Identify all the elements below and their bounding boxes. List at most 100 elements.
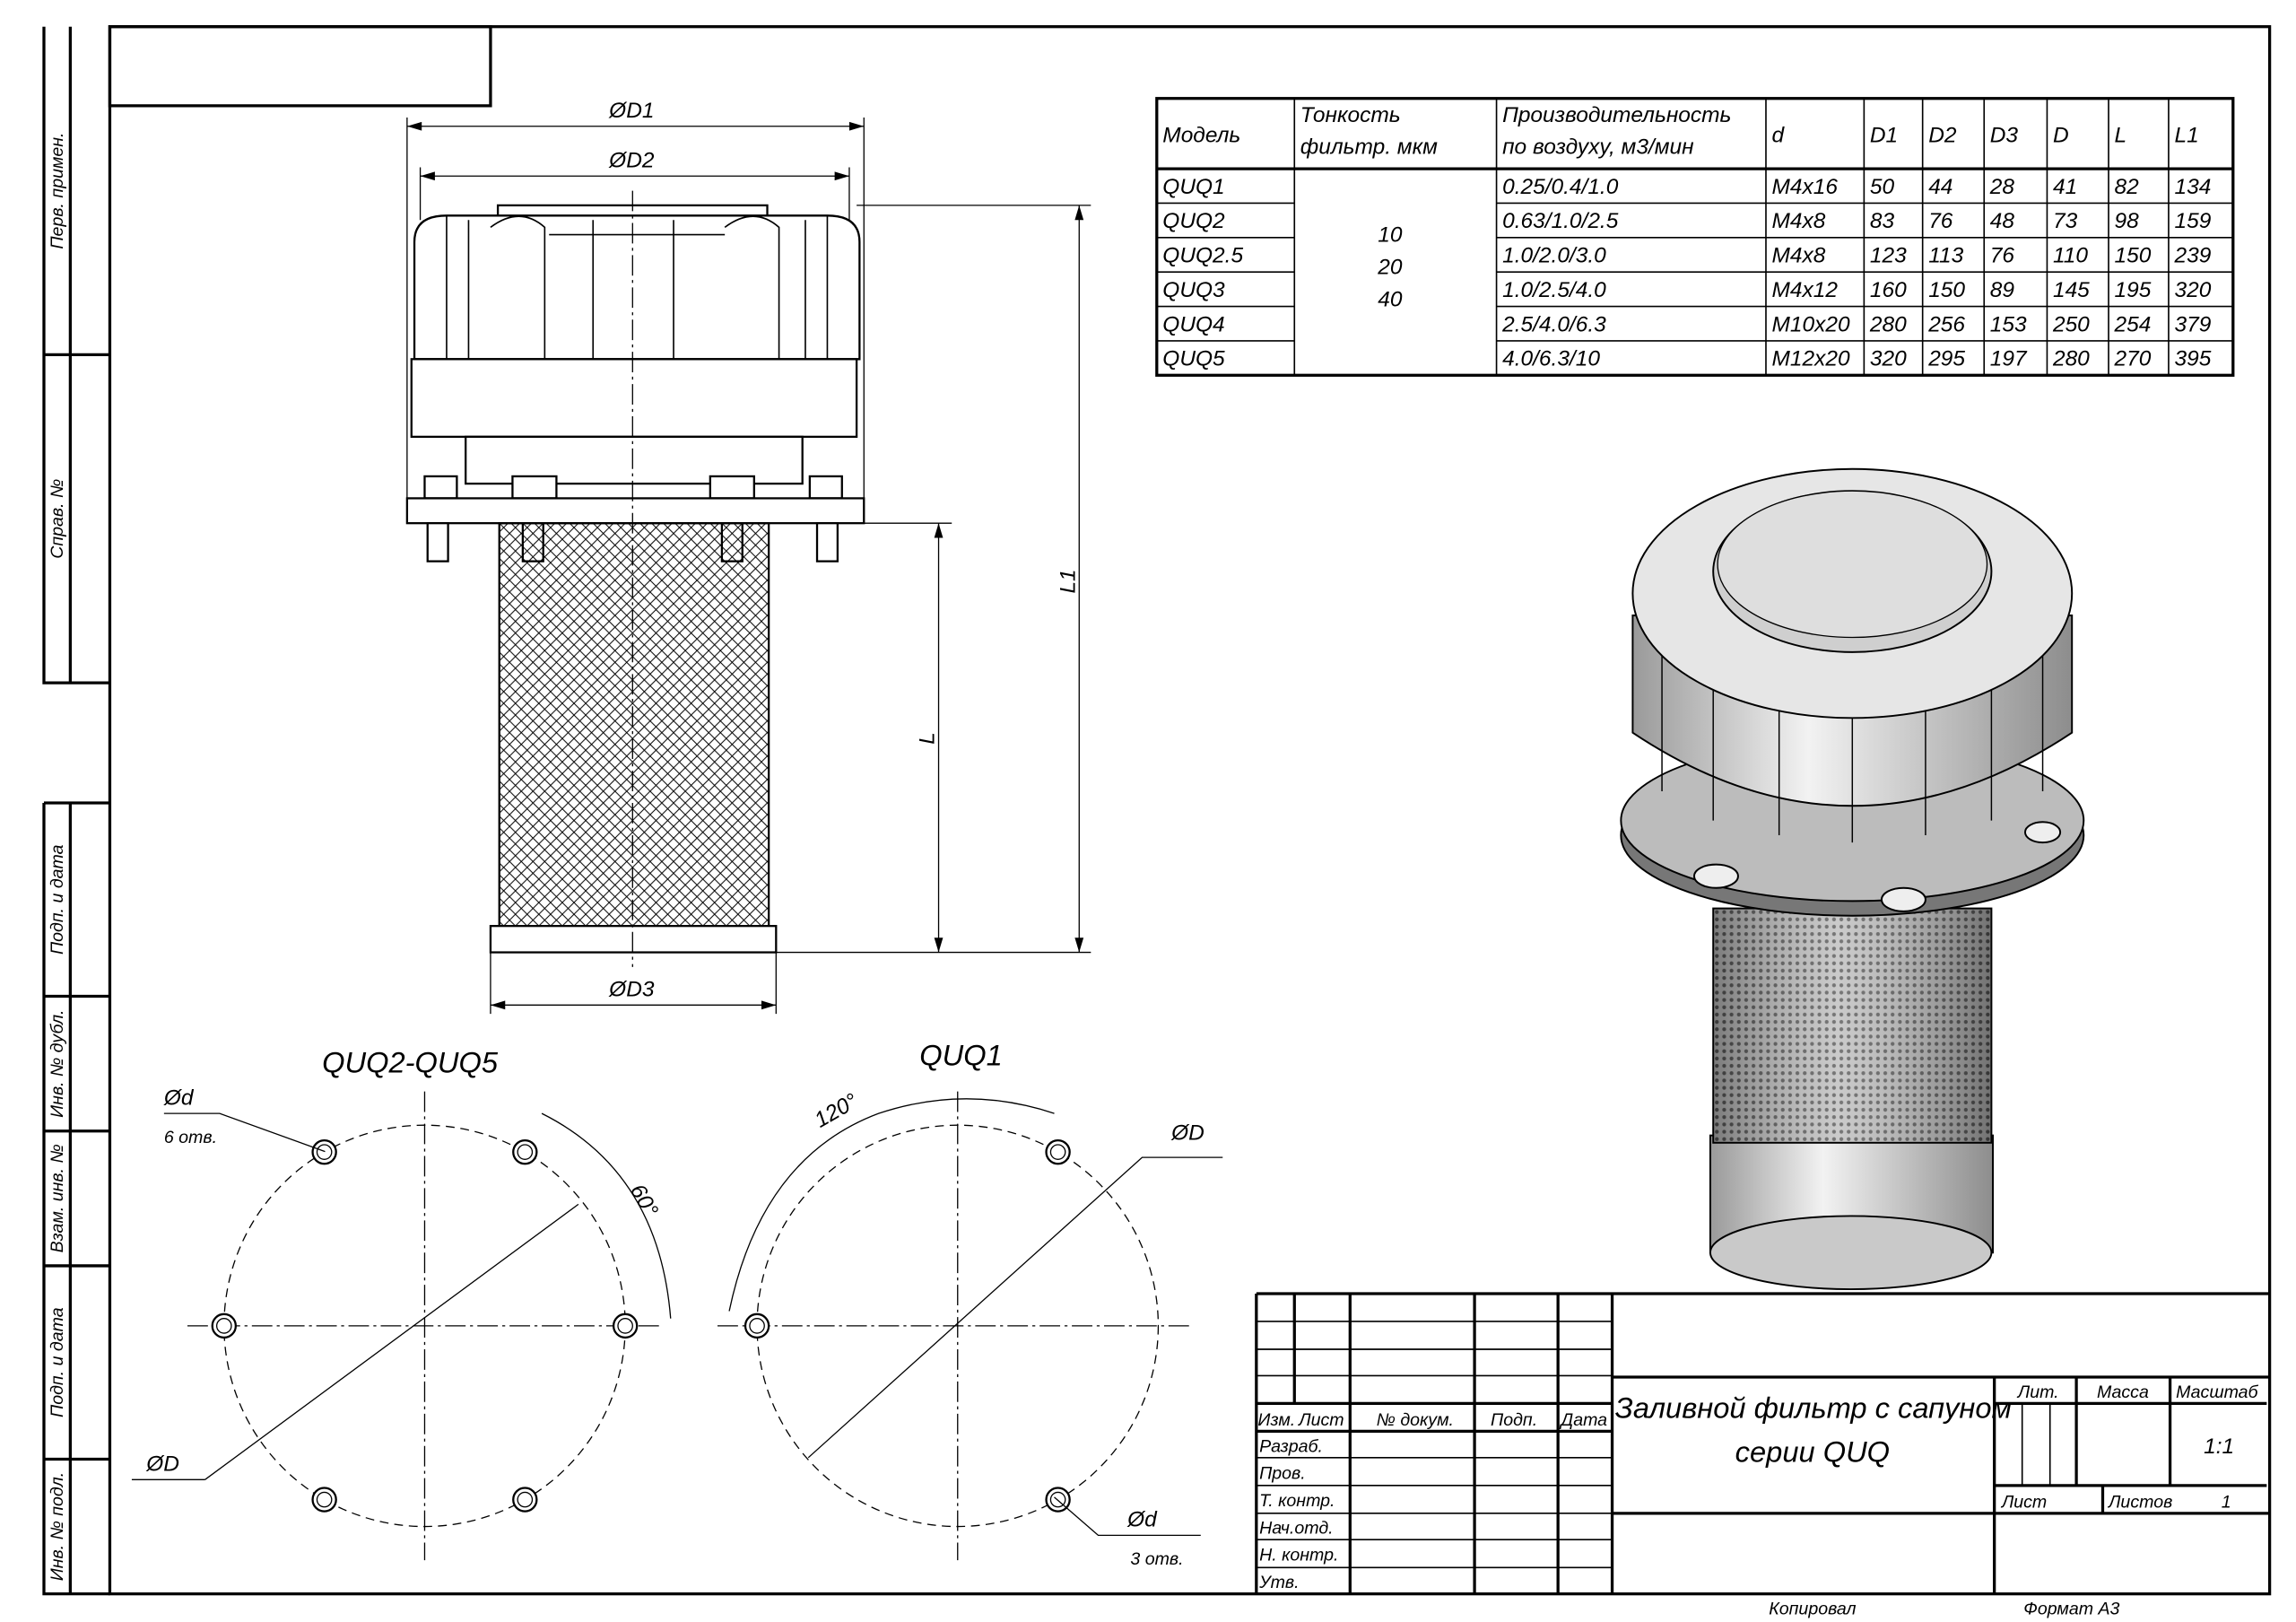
table-cell: 270 [2114,347,2152,371]
title-block-col-header: Дата [1559,1410,1607,1430]
scale-value: 1:1 [2204,1435,2234,1459]
table-cell: 145 [2053,278,2090,302]
table-cell: 197 [1990,347,2028,371]
copied-label: Копировал [1769,1600,1856,1619]
title-block-col-header: № докум. [1377,1410,1454,1430]
table-cell: 28 [1989,175,2015,199]
lit-label: Лит. [2016,1382,2059,1402]
table-cell: 280 [1869,312,1907,336]
table-cell: 0.63/1.0/2.5 [1502,209,1619,233]
table-header: Тонкость [1300,103,1401,127]
format-label: Формат А3 [2023,1600,2119,1619]
title-block-role: Т. контр. [1259,1491,1335,1511]
table-cell: 76 [1928,209,1953,233]
table-header: D3 [1990,124,2019,148]
hole-pattern-six: QUQ2-QUQ5 Ød 6 отв. 60° ØD [131,1045,672,1561]
table-cell: 1.0/2.5/4.0 [1502,278,1606,302]
drawing-title-line1: Заливной фильтр с сапуном [1615,1391,2012,1425]
table-cell: QUQ2.5 [1162,244,1243,268]
side-strip-label: Инв. № подл. [48,1472,67,1581]
table-cell: QUQ1 [1162,175,1224,199]
table-cell: 48 [1990,209,2015,233]
table-cell: 2.5/4.0/6.3 [1501,312,1606,336]
side-strip-label: Перв. примен. [48,133,67,249]
table-cell: 1.0/2.0/3.0 [1502,244,1606,268]
table-cell: 123 [1870,244,1907,268]
table-cell: M4x12 [1772,278,1839,302]
bolt-hole [512,1138,538,1165]
table-cell: 195 [2115,278,2152,302]
table-cell: 320 [2174,278,2211,302]
title-block-role: Нач.отд. [1259,1518,1334,1538]
bolt-hole [311,1487,337,1513]
title-block-role: Разраб. [1259,1436,1323,1456]
table-cell: 0.25/0.4/1.0 [1502,175,1619,199]
dim-d3: ØD3 [608,978,655,1002]
table-cell: 153 [1990,312,2027,336]
table-cell: 4.0/6.3/10 [1502,347,1600,371]
side-strip-label: Подп. и дата [48,1307,67,1417]
pattern-b-angle: 120° [811,1089,863,1133]
side-strip-label: Справ. № [48,479,67,559]
title-block-role: Утв. [1258,1573,1299,1592]
table-cell: 73 [2053,209,2078,233]
table-cell: M10x20 [1772,312,1850,336]
dim-d2: ØD2 [608,148,655,172]
sheets-value: 1 [2222,1492,2231,1512]
isometric-view [1620,467,2085,1291]
table-header: L1 [2174,124,2198,148]
table-cell: 159 [2174,209,2211,233]
side-strip-label: Подп. и дата [48,844,67,955]
fineness-value: 40 [1378,288,1403,312]
dim-l: L [916,732,940,745]
table-cell: 395 [2174,347,2211,371]
pattern-a-title: QUQ2-QUQ5 [322,1045,499,1078]
table-header: Модель [1162,124,1240,148]
bolt-hole [612,1312,639,1339]
table-cell: M12x20 [1772,347,1850,371]
table-cell: M4x8 [1772,209,1826,233]
table-cell: 76 [1990,244,2015,268]
bolt-hole [311,1138,337,1165]
table-cell: 320 [1870,347,1907,371]
sheet-frame [42,25,2272,1596]
table-header: фильтр. мкм [1300,135,1438,160]
table-cell: 256 [1927,312,1965,336]
title-block-col-header: Подп. [1491,1410,1537,1430]
table-header: L [2115,124,2127,148]
bolt-hole [744,1312,770,1339]
title-block-role: Пров. [1259,1464,1306,1484]
pattern-b-diameter: ØD [1170,1121,1205,1146]
pattern-a-hole-count: 6 отв. [164,1128,217,1147]
table-cell: 50 [1870,175,1895,199]
table-cell: 44 [1928,175,1952,199]
table-cell: 41 [2053,175,2077,199]
table-cell: 254 [2114,312,2152,336]
pattern-a-angle: 60° [625,1181,663,1222]
table-cell: 160 [1870,278,1907,302]
pattern-a-diameter: ØD [145,1452,179,1477]
hole-pattern-three: QUQ1 ØD 120° Ød 3 отв. [718,1038,1223,1569]
table-cell: 295 [1927,347,1965,371]
title-block-role: Н. контр. [1259,1546,1338,1565]
table-cell: 113 [1928,244,1963,268]
title-block-col-header: Изм. [1257,1410,1295,1430]
bolt-hole [211,1312,237,1339]
table-cell: M4x16 [1772,175,1839,199]
sheets-label: Листов [2107,1492,2172,1512]
mass-label: Масса [2097,1382,2149,1402]
table-cell: 379 [2174,312,2211,336]
pattern-b-title: QUQ1 [919,1038,1003,1071]
table-header: d [1772,124,1786,148]
drawing-title-line2: серии QUQ [1735,1435,1890,1469]
table-cell: QUQ2 [1162,209,1225,233]
table-cell: 250 [2052,312,2090,336]
table-header: D2 [1928,124,1957,148]
table-header: D [2053,124,2069,148]
fineness-value: 20 [1377,256,1403,280]
scale-label: Масштаб [2176,1382,2258,1402]
pattern-b-hole-count: 3 отв. [1130,1549,1183,1569]
